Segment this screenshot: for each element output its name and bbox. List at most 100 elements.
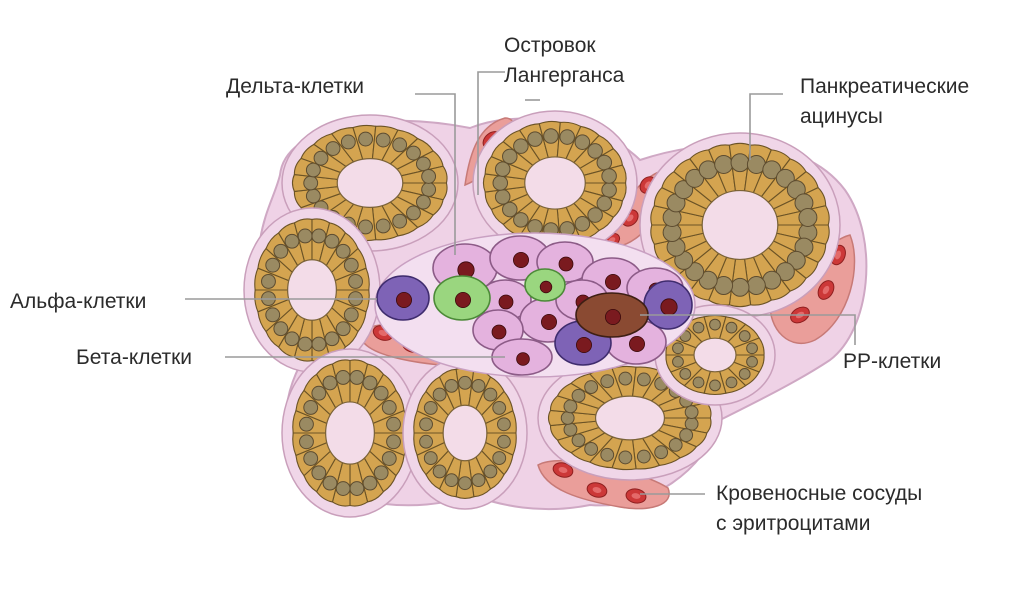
acinar-nucleus [502,201,518,218]
acinar-nucleus [494,189,511,205]
acinar-nucleus [668,437,683,452]
acinar-nucleus [746,276,766,295]
acinar-nucleus [299,434,314,450]
acinar-nucleus [343,257,359,273]
leader-islet [477,71,505,195]
acinar-nucleus [513,138,529,154]
acinar-nucleus [335,243,351,259]
acinar-nucleus [527,219,543,235]
alpha-cell-nucleus [576,336,593,353]
acinar-nucleus [348,274,363,289]
acinar-nucleus [483,387,498,402]
acinar-nucleus [600,374,615,389]
acinus [402,356,528,510]
acinar-nucleus [340,134,356,150]
acinar-nucleus [725,321,738,334]
beta-cell-nucleus [516,352,530,366]
pancreatic-acini [243,110,841,518]
acinar-nucleus [261,274,276,289]
acinar-nucleus [746,342,758,355]
acinar-nucleus [373,385,389,401]
acinar-nucleus [415,194,431,210]
acinar-nucleus [502,148,518,165]
acinar-nucleus [636,449,651,464]
acinar-nucleus [636,372,651,387]
acinar-nucleus [421,182,437,197]
acinar-nucleus [730,277,750,297]
acinar-nucleus [375,132,391,148]
acinar-nucleus [381,451,397,466]
acinar-nucleus [303,400,319,415]
acinar-nucleus [601,168,617,184]
erythrocyte-center [822,285,830,295]
acinar-nucleus [311,465,327,481]
beta-cell-nucleus [498,294,514,310]
beta-cell-nucleus [558,256,574,272]
acinar-nucleus [322,475,338,491]
acinar-nucleus [563,399,578,414]
acinar-nucleus [471,473,486,488]
acinar-nucleus [432,387,447,402]
acinar-nucleus [596,154,613,171]
acinar-nucleus [406,205,421,221]
acinar-nucleus [587,143,603,159]
acinar-nucleus [584,441,599,456]
acinar-nucleus [392,213,408,229]
erythrocyte-center [378,329,388,337]
acinar-nucleus [311,385,327,401]
acinar-nucleus [600,447,615,462]
acinar-nucleus [419,417,434,432]
acinar-nucleus [432,464,447,479]
acinar-nucleus [273,243,289,259]
acinar-nucleus [423,451,438,465]
acinus [472,110,638,256]
acinar-nucleus [559,129,575,145]
acinar-nucleus [672,355,684,368]
acinus-lumen [701,189,779,261]
acinar-nucleus [618,450,633,465]
leader-pp [640,314,856,345]
acinar-nucleus [496,434,511,449]
acinar-nucleus [458,476,472,491]
acinus-lumen [442,404,488,462]
acinar-nucleus [362,475,378,491]
acinar-nucleus [415,156,431,172]
acinar-nucleus [444,473,459,488]
label-pp-cells: PP-клетки [843,350,942,373]
acinar-nucleus [419,434,434,449]
alpha-cell-nucleus [395,291,412,308]
acinar-nucleus [311,228,327,244]
acinar-nucleus [343,307,359,323]
label-beta-cells: Бета-клетки [76,346,193,369]
acinus [281,348,419,518]
acinar-nucleus [527,131,543,147]
acinar-nucleus [698,270,718,290]
acinar-nucleus [571,388,586,403]
acinar-nucleus [324,233,340,249]
acinar-nucleus [311,336,327,352]
acinar-nucleus [492,175,509,191]
acinar-nucleus [730,153,750,173]
acinar-nucleus [303,451,319,466]
acinar-nucleus [738,368,751,380]
acinar-nucleus [587,207,603,223]
acinar-nucleus [386,416,401,432]
acinar-nucleus [325,141,341,156]
pp-cell-nucleus [605,308,622,325]
acinar-nucleus [386,434,401,450]
acinar-nucleus [358,131,374,147]
acinar-nucleus [373,465,389,481]
acinus-lumen [524,156,586,210]
acinar-nucleus [458,375,472,390]
label-vessels-line2: с эритроцитами [716,512,871,535]
beta-cell-nucleus [605,273,622,290]
leader-delta [415,93,456,255]
erythrocyte-center [558,467,568,473]
acinar-nucleus [421,169,437,184]
acinar-nucleus [313,150,329,166]
islet-cells [374,232,696,378]
acinus-lumen [287,259,337,321]
acinar-nucleus [543,128,559,144]
